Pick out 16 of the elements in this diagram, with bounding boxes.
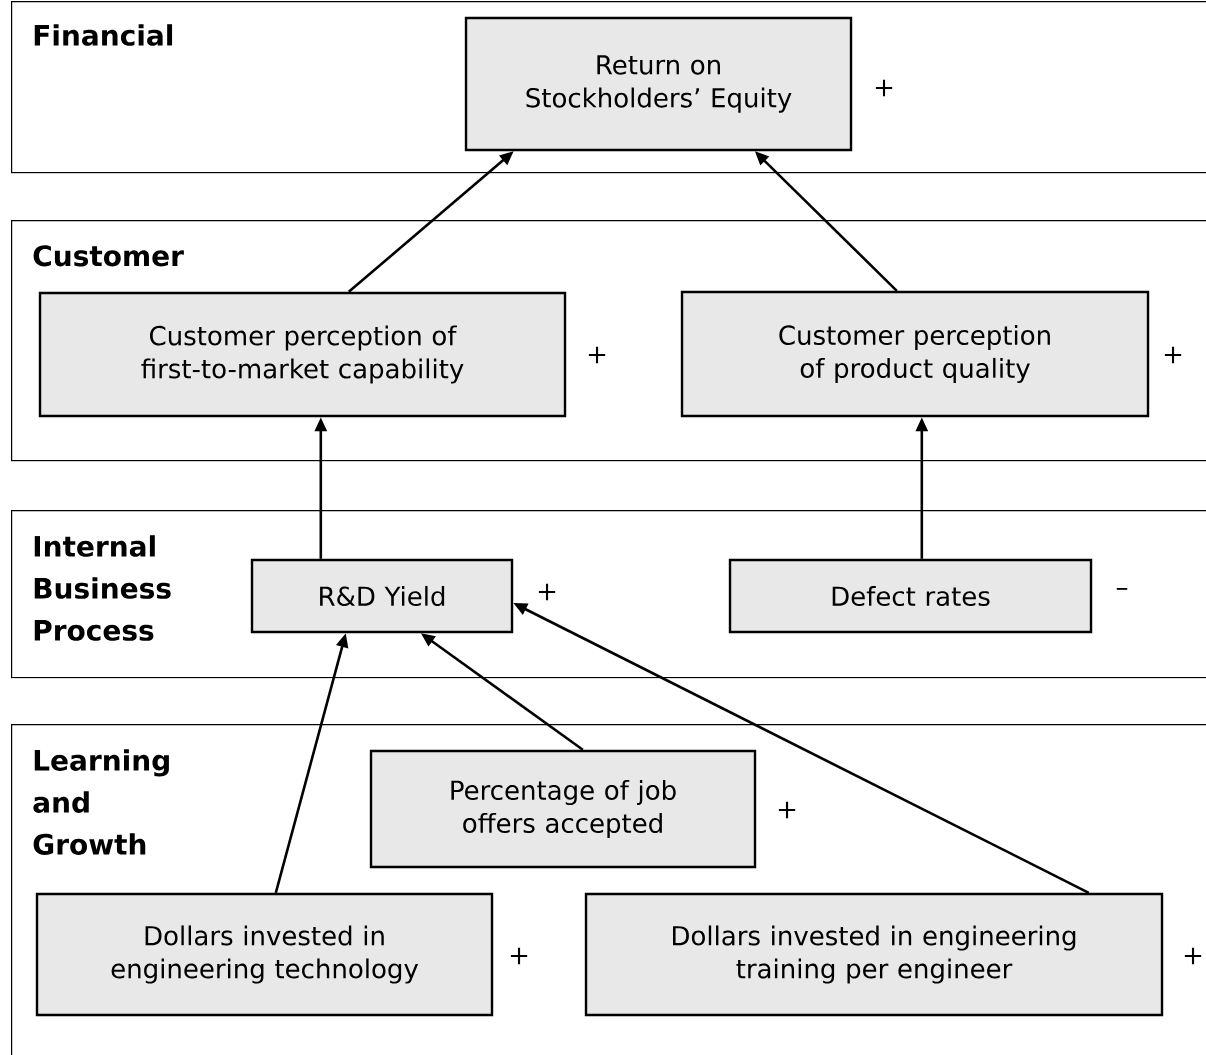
measure-box: Return on Stockholders’ Equity xyxy=(464,16,853,152)
measure-box: Percentage of job offers accepted xyxy=(369,749,757,869)
measure-box: Defect rates xyxy=(728,558,1093,634)
sign-label: + xyxy=(778,801,796,819)
measure-box: Customer perception of product quality xyxy=(680,290,1150,418)
sign-label: + xyxy=(538,583,556,601)
sign-label: + xyxy=(875,79,893,97)
measure-box: Dollars invested in engineering training per engineer xyxy=(584,892,1164,1017)
measure-box: R&D Yield xyxy=(250,558,514,634)
measure-box: Dollars invested in engineering technology xyxy=(35,892,494,1017)
measure-box: Customer perception of first-to-market capability xyxy=(38,291,567,418)
sign-label: + xyxy=(588,346,606,364)
sign-label: + xyxy=(1184,947,1202,965)
sign-label: + xyxy=(1164,346,1182,364)
sign-label: – xyxy=(1116,588,1128,590)
sign-label: + xyxy=(510,947,528,965)
